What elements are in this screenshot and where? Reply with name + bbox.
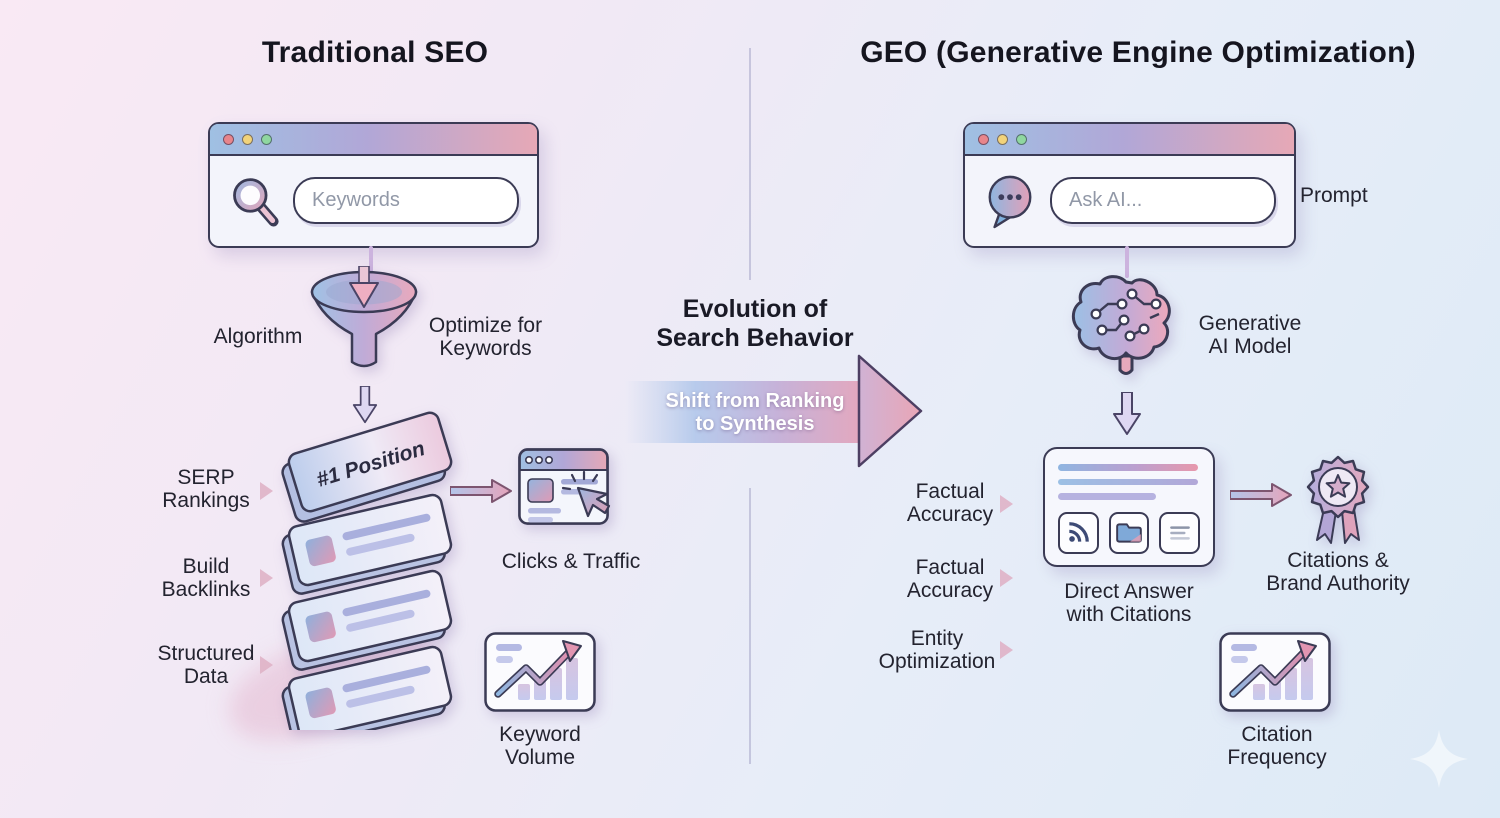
tactic-label-factual-accuracy-1: Factual Accuracy [906, 480, 994, 526]
prompt-side-label: Prompt [1300, 184, 1368, 207]
search-browser-window: Keywords [208, 122, 539, 248]
funnel-left-label: Algorithm [213, 325, 303, 348]
browser-titlebar [965, 124, 1294, 156]
evolution-arrow-icon [625, 354, 923, 468]
triangle-marker-icon [1000, 495, 1013, 513]
evolution-arrow-text: Shift from Ranking to Synthesis [665, 390, 845, 435]
search-icon [233, 177, 279, 227]
result-card [281, 569, 453, 671]
ask-ai-input: Ask AI... [1050, 177, 1276, 224]
tactic-label-factual-accuracy-2: Factual Accuracy [906, 556, 994, 602]
citation-sources-row [1058, 512, 1201, 555]
answer-text-bar [1058, 493, 1156, 501]
tactic-label-structured-data: Structured Data [157, 642, 255, 688]
left-panel-title: Traditional SEO [261, 36, 489, 69]
triangle-marker-icon [1000, 641, 1013, 659]
right-connector-line [1125, 246, 1129, 278]
window-dot-yellow-icon [242, 133, 253, 145]
browser-body: Ask AI... [965, 156, 1294, 245]
flow-arrow-icon [1230, 483, 1292, 507]
folder-icon [1108, 512, 1150, 555]
tactic-label-entity-optimization: Entity Optimization [878, 627, 996, 673]
funnel-right-note: Optimize for Keywords [428, 314, 543, 360]
cursor-icon [576, 486, 611, 518]
triangle-marker-icon [1000, 569, 1013, 587]
document-icon [1159, 512, 1201, 555]
down-arrow-icon [1113, 392, 1141, 435]
direct-answer-card [1043, 447, 1215, 567]
left-connector-line [369, 246, 373, 282]
badge-label: Citations & Brand Authority [1266, 549, 1410, 595]
result-card [281, 493, 453, 595]
center-divider-top [749, 48, 751, 280]
center-heading: Evolution of Search Behavior [656, 295, 854, 352]
citation-frequency-chart-icon [1219, 632, 1331, 712]
clicks-traffic-label: Clicks & Traffic [501, 550, 641, 573]
tactic-label-serp-rankings: SERP Rankings [162, 466, 250, 512]
browser-body: Keywords [210, 156, 537, 245]
flow-arrow-icon [450, 479, 512, 503]
citation-frequency-label: Citation Frequency [1227, 723, 1327, 769]
rss-icon [1058, 512, 1099, 555]
triangle-marker-icon [260, 656, 273, 674]
chat-bubble-icon [988, 175, 1032, 228]
browser-titlebar [210, 124, 537, 156]
triangle-marker-icon [260, 482, 273, 500]
window-dot-green-icon [1016, 133, 1027, 145]
generative-ai-model-label: Generative AI Model [1198, 312, 1302, 358]
generative-ai-brain-icon [1071, 275, 1171, 375]
tactic-label-build-backlinks: Build Backlinks [161, 555, 251, 601]
ask-ai-placeholder: Ask AI... [1069, 189, 1143, 211]
window-dot-yellow-icon [997, 133, 1008, 145]
funnel-icon [310, 266, 418, 368]
window-dot-red-icon [223, 133, 234, 145]
direct-answer-label: Direct Answer with Citations [1064, 580, 1194, 626]
window-dot-red-icon [978, 133, 989, 145]
right-panel-title: GEO (Generative Engine Optimization) [860, 36, 1416, 69]
center-divider-bottom [749, 488, 751, 764]
down-arrow-icon [352, 386, 378, 424]
keywords-input: Keywords [293, 177, 519, 224]
window-dot-green-icon [261, 133, 272, 145]
answer-text-bar [1058, 478, 1198, 486]
keywords-placeholder: Keywords [312, 189, 400, 211]
result-card-top: #1 Position [281, 411, 453, 523]
triangle-marker-icon [260, 569, 273, 587]
serp-result-stack: #1 Position [281, 411, 453, 730]
clicks-traffic-icon [518, 448, 611, 525]
sparkle-icon [1410, 730, 1468, 788]
result-card [281, 645, 453, 730]
answer-text-bar [1058, 464, 1198, 471]
keyword-volume-chart-icon [484, 632, 596, 712]
keyword-volume-label: Keyword Volume [499, 723, 581, 769]
circuit-nodes [1090, 288, 1162, 342]
prompt-browser-window: Ask AI... [963, 122, 1296, 248]
award-badge-icon [1306, 455, 1370, 544]
